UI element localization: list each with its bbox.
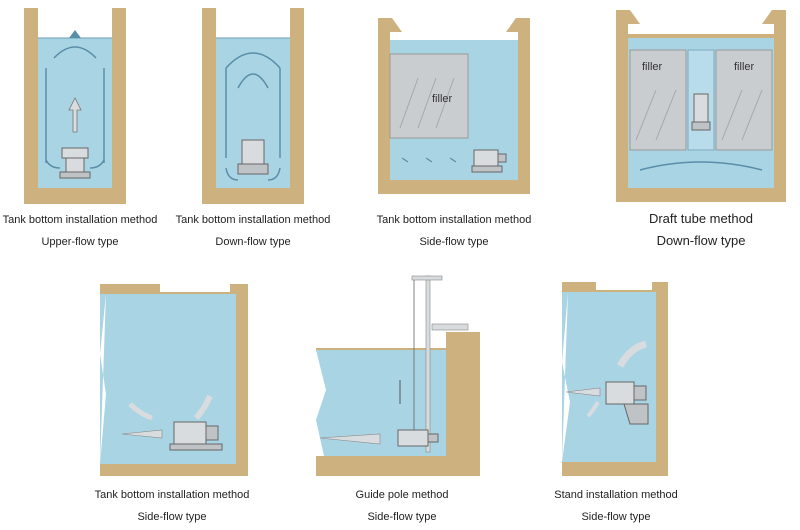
filler-block-right	[715, 49, 773, 151]
upflow-arrow	[68, 97, 82, 133]
caption-line2: Down-flow type	[656, 233, 746, 248]
tank-drawing	[316, 275, 480, 476]
stand	[623, 403, 649, 425]
caption-line2: Upper-flow type	[41, 236, 119, 248]
flow-arrow	[121, 429, 163, 439]
tank-drawing	[100, 284, 248, 476]
mixer-unit	[471, 149, 507, 173]
guide-pole	[411, 275, 469, 453]
caption-line2: Side-flow type	[581, 511, 651, 523]
caption-line1: Guide pole method	[355, 489, 449, 501]
filler-block-left	[629, 49, 687, 151]
diagram-side-flow-bottom	[100, 284, 248, 476]
flow-arrow	[128, 402, 153, 421]
caption-line2: Side-flow type	[419, 236, 489, 248]
flow-arrow	[616, 340, 648, 368]
caption-line2: Side-flow type	[367, 511, 437, 523]
filler-label: filler	[432, 93, 453, 105]
flow-arrow	[53, 46, 97, 59]
diagram-side-flow-filler: filler	[378, 18, 530, 194]
diagram-guide-pole	[316, 270, 480, 476]
tank-drawing: filler	[378, 18, 530, 194]
caption-upper-flow: Tank bottom installation method Upper-fl…	[0, 213, 160, 249]
flow-arrow	[237, 73, 269, 89]
mixer-unit	[59, 147, 91, 179]
flow-arrow	[319, 433, 381, 445]
caption-draft-tube: Draft tube method Down-flow type	[616, 212, 786, 248]
diagram-stand-installation	[562, 282, 668, 476]
caption-line1: Stand installation method	[554, 489, 678, 501]
diagram-draft-tube: filler filler	[616, 10, 786, 202]
tank-drawing	[562, 282, 668, 476]
mixer-unit	[691, 93, 711, 131]
flow-arrow	[639, 161, 763, 171]
mixer-unit	[237, 139, 269, 175]
surface-flow-mark	[69, 30, 81, 38]
tank-drawing: filler filler	[616, 10, 786, 202]
caption-line1: Draft tube method	[648, 211, 754, 226]
diagram-upper-flow	[24, 8, 126, 204]
caption-line1: Tank bottom installation method	[94, 489, 250, 501]
caption-line2: Side-flow type	[137, 511, 207, 523]
mixer-unit	[169, 421, 223, 451]
tank-drawing	[24, 8, 126, 204]
water	[562, 292, 656, 462]
caption-line2: Down-flow type	[215, 236, 291, 248]
caption-down-flow: Tank bottom installation method Down-flo…	[172, 213, 334, 249]
caption-line1: Tank bottom installation method	[376, 214, 532, 226]
caption-side-flow-bottom: Tank bottom installation method Side-flo…	[92, 488, 252, 524]
diagram-down-flow	[202, 8, 304, 204]
mixer-unit	[397, 429, 439, 447]
caption-side-flow-filler: Tank bottom installation method Side-flo…	[374, 213, 534, 249]
caption-line1: Tank bottom installation method	[2, 214, 158, 226]
caption-line1: Tank bottom installation method	[175, 214, 331, 226]
caption-guide-pole: Guide pole method Side-flow type	[322, 488, 482, 524]
filler-label-left: filler	[642, 61, 663, 73]
flow-arrow	[565, 387, 601, 397]
flow-arrow	[225, 52, 281, 69]
flow-arrow	[193, 394, 213, 421]
caption-stand-installation: Stand installation method Side-flow type	[536, 488, 696, 524]
tank-drawing	[202, 8, 304, 204]
filler-label-right: filler	[734, 61, 755, 73]
mixer-unit	[605, 381, 649, 425]
